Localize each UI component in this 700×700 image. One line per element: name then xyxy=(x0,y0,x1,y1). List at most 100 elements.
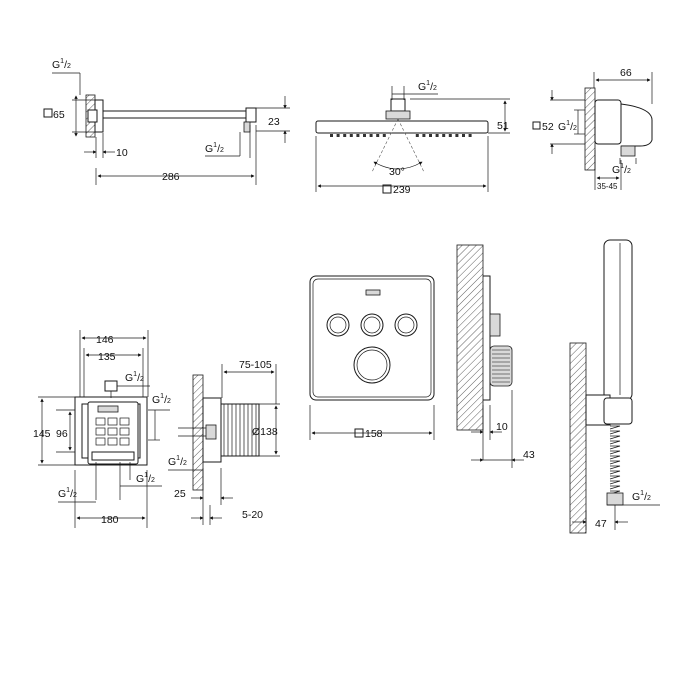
nozzle xyxy=(442,134,446,137)
shower-arm-view: G1/2 65 10 G1/2 286 23 xyxy=(43,58,290,185)
label-arm-height: 23 xyxy=(268,116,280,128)
label-arm-length: 286 xyxy=(162,171,180,183)
valve-cartridge xyxy=(119,437,130,446)
hand-shower-view: G1/2 47 xyxy=(569,239,660,534)
valve-button-2[interactable] xyxy=(360,313,384,337)
hose-coil xyxy=(609,455,621,460)
hose-coil xyxy=(609,440,621,445)
valve-button-3[interactable] xyxy=(394,313,418,337)
label-spray-angle: 30° xyxy=(389,166,405,178)
hatched-wall xyxy=(192,374,204,491)
trim-side-button xyxy=(489,313,501,337)
label-thread-hose: G1/2 xyxy=(632,490,651,503)
rough-in-side-view: 75-105 Ø138 G1/2 25 5-20 xyxy=(168,359,280,525)
label-head-height: 51 xyxy=(497,120,509,132)
label-thread-rough-bottom-right: G1/2 xyxy=(136,472,155,485)
square-symbol xyxy=(354,428,364,438)
head-joint xyxy=(385,110,411,120)
label-side-diameter: Ø138 xyxy=(252,426,278,438)
label-rough-width-bottom: 180 xyxy=(101,514,119,526)
valve-cartridge xyxy=(95,427,106,436)
label-trim-depth-total: 43 xyxy=(523,449,535,461)
label-thread-rough-bottom-left: G1/2 xyxy=(58,487,77,500)
arm-nut xyxy=(243,121,251,133)
label-thread-outlet-bottom: G1/2 xyxy=(612,163,631,176)
label-hand-offset: 47 xyxy=(595,518,607,530)
head-plate xyxy=(315,120,489,134)
label-outlet-depth: 35-45 xyxy=(597,182,618,191)
outlet-cover xyxy=(620,103,653,147)
valve-cartridge xyxy=(119,417,130,426)
nozzle xyxy=(422,134,426,137)
rough-in-block xyxy=(87,401,139,465)
trim-plate-inner xyxy=(312,278,432,398)
label-thread-rough-right: G1/2 xyxy=(152,393,171,406)
nozzle xyxy=(468,134,472,137)
nozzle xyxy=(343,134,347,137)
outlet-body xyxy=(594,99,622,145)
hose-coil xyxy=(609,435,621,440)
nozzle xyxy=(462,134,465,137)
label-side-depth-range: 75-105 xyxy=(239,359,272,371)
nozzle xyxy=(448,134,452,137)
nozzle xyxy=(435,134,439,137)
thermostat-knob[interactable] xyxy=(353,346,391,384)
label-thread-rough-top: G1/2 xyxy=(125,371,144,384)
square-symbol xyxy=(382,184,392,194)
valve-cartridge xyxy=(95,437,106,446)
label-rough-width-inner: 135 xyxy=(98,351,116,363)
rough-in-top-port xyxy=(104,380,118,392)
valve-button-1[interactable] xyxy=(326,313,350,337)
trim-knob-ribs xyxy=(492,349,510,383)
hose-coil xyxy=(609,425,621,430)
label-rough-height-inner: 96 xyxy=(56,428,68,440)
head-shower-view: 30° G1/2 51 239 xyxy=(315,80,510,196)
label-thread-outlet: G1/2 xyxy=(558,120,577,133)
label-thread-arm: G1/2 xyxy=(205,142,224,155)
label-thread-side: G1/2 xyxy=(168,455,187,468)
trim-plate xyxy=(309,275,435,401)
hose-nut xyxy=(606,492,624,506)
holder-cup xyxy=(603,397,633,425)
wall-outlet-view: 66 52 G1/2 G1/2 35-45 xyxy=(532,67,653,191)
trim-side-view: 10 43 xyxy=(456,244,535,468)
label-head-width: 239 xyxy=(393,184,411,196)
label-outlet-height: 52 xyxy=(542,121,554,133)
hatched-wall xyxy=(584,87,596,171)
nozzle xyxy=(376,134,380,137)
hatched-wall xyxy=(569,342,587,534)
hose-coil xyxy=(609,465,621,470)
valve-cartridge xyxy=(107,417,118,426)
hose-coil xyxy=(609,450,621,455)
side-ribs xyxy=(223,404,257,456)
hose-coil xyxy=(609,470,621,475)
label-outlet-width: 66 xyxy=(620,67,632,79)
side-port xyxy=(205,424,217,440)
nozzle xyxy=(369,134,373,137)
nozzle xyxy=(349,134,353,137)
shower-hose xyxy=(609,425,621,495)
nozzle xyxy=(336,134,340,137)
label-side-depth-back: 5-20 xyxy=(242,509,263,521)
hand-shower-handle xyxy=(603,239,633,401)
label-rough-height-outer: 145 xyxy=(33,428,51,440)
label-flange-size: 65 xyxy=(53,109,65,121)
nozzle xyxy=(356,134,360,137)
nozzle xyxy=(455,134,459,137)
trim-plate-view: 158 xyxy=(309,275,435,440)
spray-nozzles xyxy=(330,134,472,137)
nozzle xyxy=(415,134,419,137)
outlet-nipple xyxy=(620,145,636,157)
rough-in-valves xyxy=(95,417,130,446)
square-symbol xyxy=(532,121,541,130)
nozzle xyxy=(330,134,333,137)
brand-logo xyxy=(365,289,381,296)
square-symbol xyxy=(43,108,53,118)
label-thread-top: G1/2 xyxy=(52,58,71,71)
valve-cartridge xyxy=(95,417,106,426)
nozzle xyxy=(429,134,432,137)
nozzle xyxy=(363,134,366,137)
hatched-wall xyxy=(456,244,484,431)
